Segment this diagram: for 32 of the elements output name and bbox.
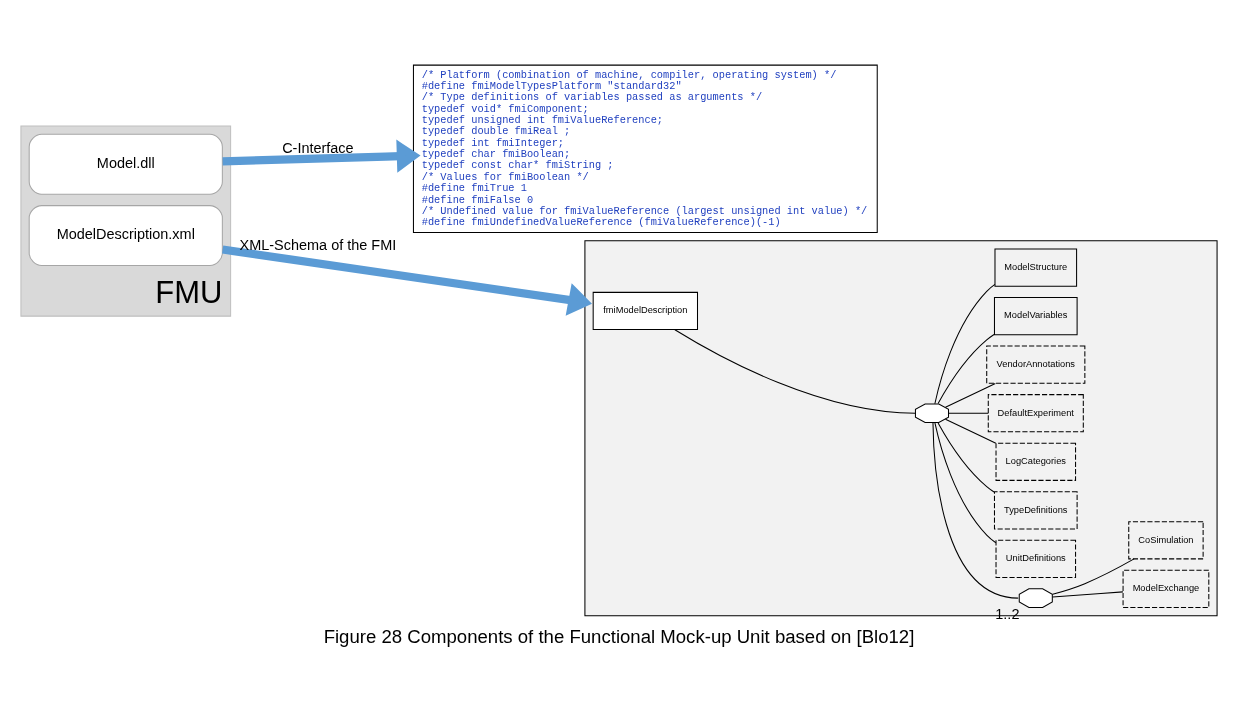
node-box: ModelDescription.xml <box>28 205 223 267</box>
connector <box>937 422 995 493</box>
cluster <box>584 240 1218 617</box>
arrow <box>222 245 592 316</box>
connector <box>674 329 916 414</box>
node-octagon <box>1018 588 1053 608</box>
connector <box>944 382 996 408</box>
node-box: ModelVariables <box>993 297 1078 336</box>
node-box: UnitDefinitions <box>995 539 1077 578</box>
node-box: LogCategories <box>995 442 1077 481</box>
node-box: DefaultExperiment <box>987 394 1084 433</box>
connector <box>1052 591 1124 598</box>
node-box: CoSimulation <box>1128 521 1204 560</box>
node-box: ModelExchange <box>1122 569 1210 608</box>
edge-label: XML-Schema of the FMI <box>239 237 397 254</box>
connector <box>934 283 996 405</box>
node-box: fmiModelDescription <box>592 291 698 331</box>
connector <box>944 418 997 444</box>
node-box: TypeDefinitions <box>993 491 1078 530</box>
node-box: ModelStructure <box>994 248 1078 287</box>
node-box: VendorAnnotations <box>986 345 1086 384</box>
arrow <box>222 139 421 173</box>
connector <box>937 333 995 405</box>
node-box: Model.dll <box>28 133 223 195</box>
connector <box>932 422 1019 599</box>
caption: Figure 28 Components of the Functional Mock-up Unit based on [Blo12] <box>323 625 915 647</box>
edge-label: C-Interface <box>282 140 354 157</box>
node-octagon <box>914 403 949 424</box>
connector <box>948 412 989 414</box>
connector <box>934 422 997 544</box>
connector <box>1052 558 1135 595</box>
node-box: /* Platform (combination of machine, compiler, operating system) */ #define fmiModelTypesPlatform "standard32" /* Type definitions of variables passed as arguments */ typedef void* fmiComponent; typedef unsigned int fmiValueReference; typedef double fmiReal ; typedef int fmiInteger; typedef char fmiBoolean; typedef const char* fmiString ; /* Values for fmiBoolean */ #define fmiTrue 1 #define fmiFalse 0 /* Undefined value for fmiValueReference (largest unsigned int value) */ #define fmiUndefinedValueReference (fmiValueReference)(-1) <box>412 64 878 233</box>
